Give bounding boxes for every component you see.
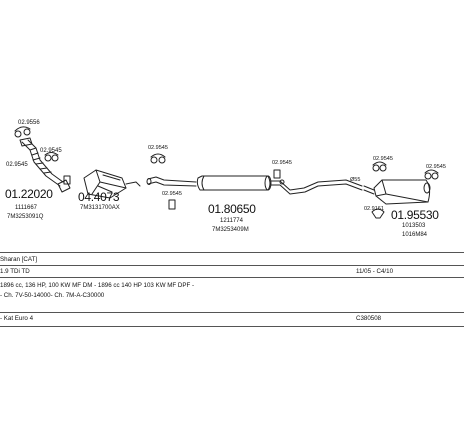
clamp-de-drawing [150, 153, 176, 210]
clamp-g-number: 02.9545 [373, 156, 393, 162]
rear-silencer-ref2: 1016M84 [402, 232, 428, 238]
chassis-text: - Ch. 7V-50-14000- Ch. 7M-A-C30000 [0, 292, 105, 299]
table-rule [0, 312, 464, 313]
table-rule-top [0, 252, 464, 253]
rear-silencer-number: 01.95530 [391, 208, 439, 222]
clamp-f-number: 02.9545 [272, 160, 292, 166]
clamp-d-number: 02.9545 [148, 145, 168, 151]
clamp-bc-drawing [44, 152, 71, 185]
spec-text: 1896 cc, 136 HP, 100 KW MF DM - 1896 cc … [0, 282, 195, 289]
period-text: 11/05 - C4/10 [356, 268, 394, 275]
table-rule-bottom [0, 326, 464, 327]
center-silencer-drawing [196, 175, 272, 191]
diameter-label: Ø55 [350, 177, 361, 183]
exhaust-diagram [14, 126, 439, 219]
catalyst-drawing [83, 169, 141, 199]
center-silencer-number: 01.80650 [208, 202, 256, 216]
middle-pipe-drawing [146, 176, 197, 187]
front-pipe-ref2: 7M3253091Q [7, 214, 44, 220]
rear-silencer-drawing [363, 179, 431, 205]
rear-pipe-drawing [269, 179, 363, 195]
center-silencer-ref1: 1211774 [220, 218, 243, 224]
front-pipe-drawing [19, 137, 71, 193]
clamp-c-number: 02.9545 [6, 162, 28, 168]
rear-silencer-ref1: 1013503 [402, 223, 426, 229]
engine-text: 1.9 TDi TD [0, 268, 30, 275]
front-pipe-ref1: 1111667 [15, 205, 38, 211]
catalyst-number: 04.4073 [78, 190, 120, 204]
clamp-i-number: 02.9161 [364, 206, 384, 212]
clamp-b-number: 02.9545 [40, 148, 62, 154]
table-rule [0, 277, 464, 278]
code-text: C380508 [356, 315, 382, 322]
catalyst-ref1: 7M3131700AX [80, 205, 120, 211]
kit-text: - Kat Euro 4 [0, 315, 34, 322]
clamp-h-number: 02.9545 [426, 164, 446, 170]
clamp-a-number: 02.9556 [18, 120, 40, 126]
model-text: Sharan [CAT] [0, 256, 38, 263]
clamp-a-drawing [14, 126, 31, 138]
front-pipe-number: 01.22020 [5, 187, 53, 201]
clamp-fgh-drawing [273, 161, 439, 219]
table-rule [0, 265, 464, 266]
center-silencer-ref2: 7M3253409M [212, 227, 249, 233]
clamp-e-number: 02.9545 [162, 191, 182, 197]
